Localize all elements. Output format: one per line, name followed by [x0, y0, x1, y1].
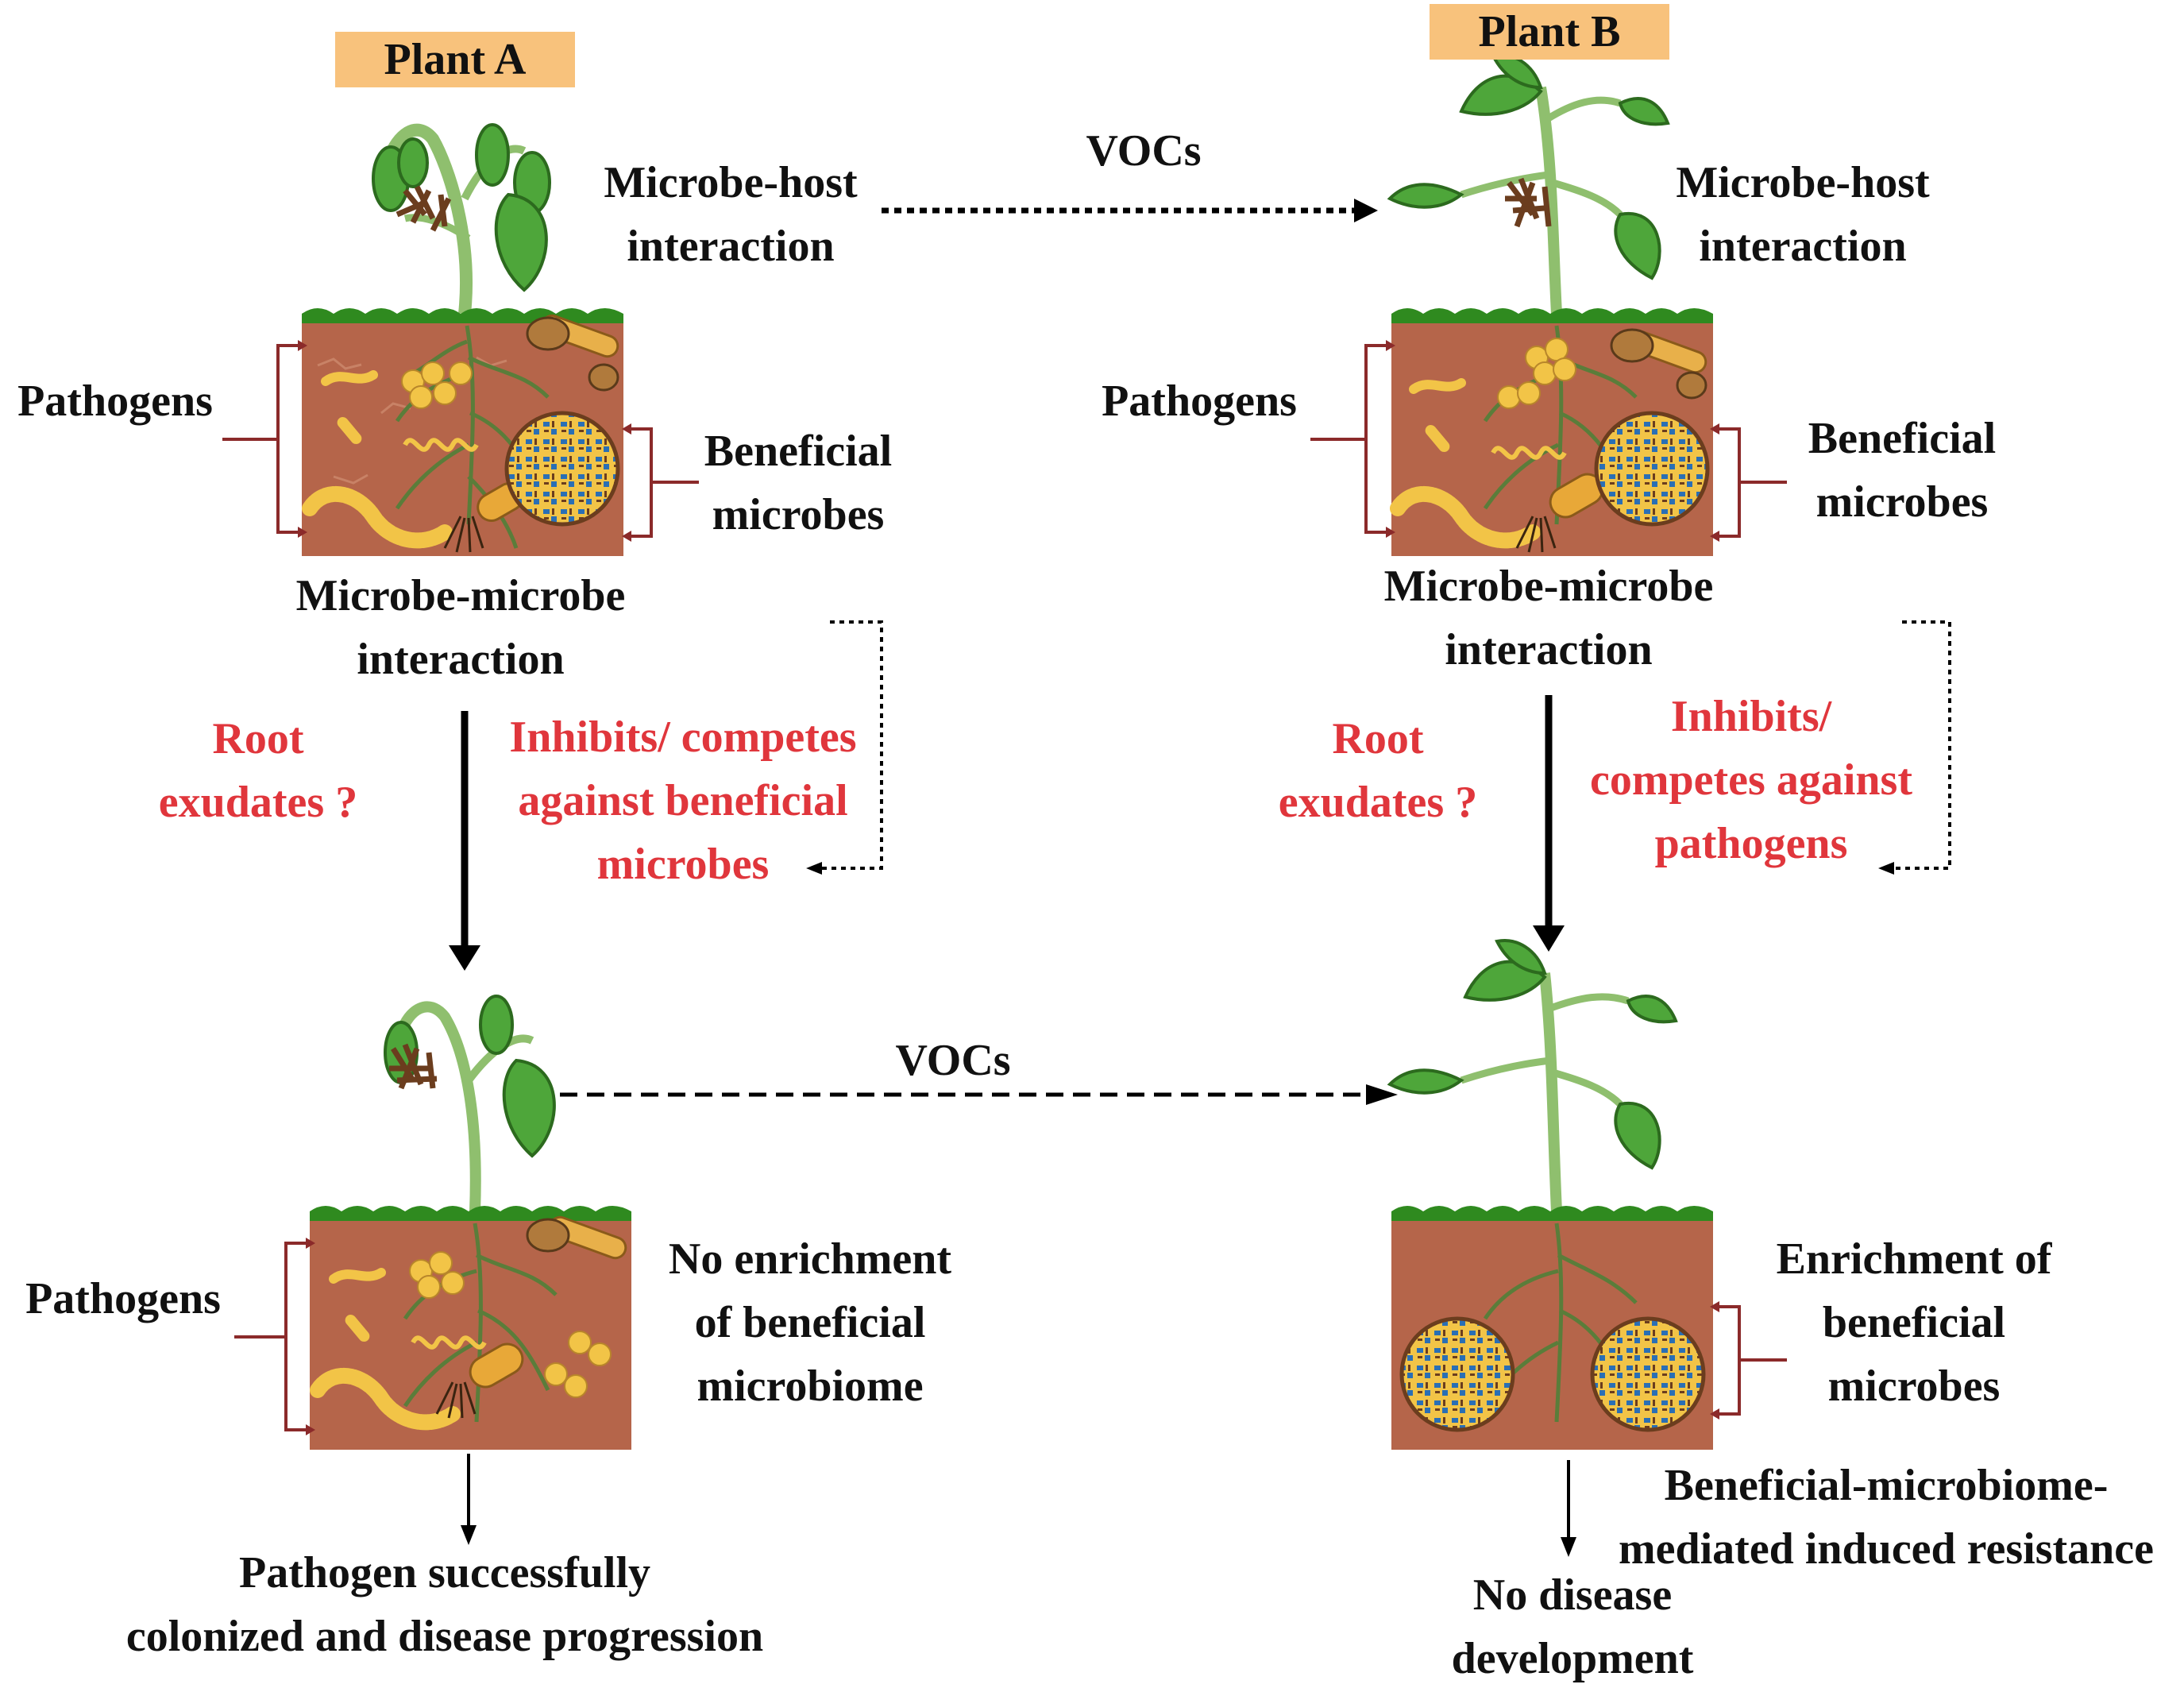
plant-b-inhibits-arrow: [1890, 620, 1951, 870]
arrows: [449, 199, 1951, 1557]
plant-a-inhibits-arrow: [818, 620, 883, 870]
plant-a-title: Plant A: [335, 32, 575, 87]
bracket-a-top-beneficial: [631, 427, 653, 538]
bracket-b-bottom-enrichment: [1719, 1305, 1741, 1416]
bracket-a-top-pathogens: [276, 344, 298, 534]
bracket-b-top-pathogens: [1364, 344, 1386, 534]
induced-resistance-label: Beneficial-microbiome-mediated induced r…: [1618, 1461, 2155, 1574]
plant-b-title: Plant B: [1430, 4, 1669, 60]
bracket-a-bottom-pathogens: [284, 1242, 306, 1431]
bracket-b-top-beneficial: [1719, 427, 1741, 538]
plant-a-bottom-pathogens-label: Pathogens: [25, 1274, 221, 1323]
plant-a-bottom-illustration: [310, 995, 631, 1450]
plant-b-bottom-illustration: [1387, 939, 1713, 1450]
plant-b-top-illustration: [1387, 53, 1713, 556]
plant-a-top-illustration: [302, 123, 623, 556]
vocs-top-label: VOCs: [1086, 126, 1202, 176]
vocs-bottom-label: VOCs: [895, 1036, 1011, 1085]
plant-a-pathogens-label: Pathogens: [17, 377, 213, 426]
plant-b-pathogens-label: Pathogens: [1102, 377, 1297, 426]
brackets: [222, 344, 1787, 1431]
